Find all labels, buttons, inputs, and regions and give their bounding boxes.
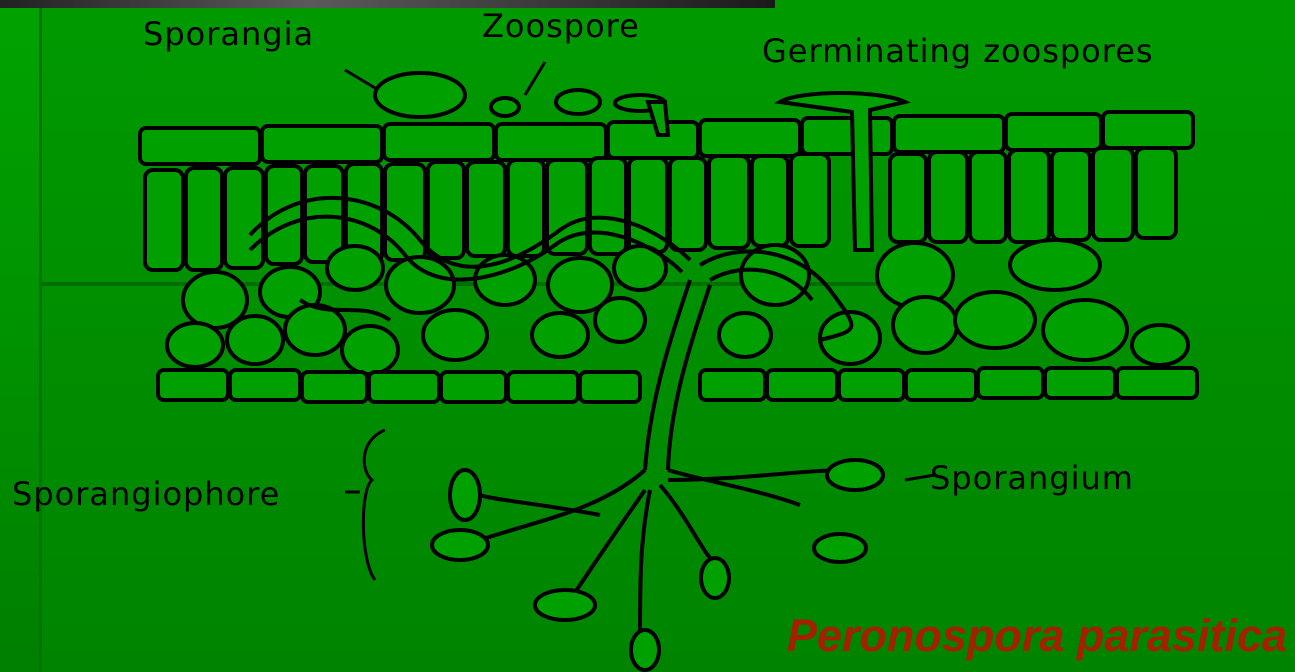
label-sporangia: Sporangia <box>143 18 314 50</box>
zoospore-shape <box>491 98 519 116</box>
species-name-caption: Peronospora parasitica <box>787 610 1287 662</box>
label-sporangiophore: Sporangiophore <box>12 478 280 510</box>
sporangiophore-bracket <box>363 430 385 580</box>
sporangium-shape <box>827 460 883 490</box>
sporangia-shape <box>375 73 465 117</box>
sporangiophore <box>470 280 850 640</box>
label-germinating-zoospores: Germinating zoospores <box>762 35 1154 67</box>
label-sporangium: Sporangium <box>930 462 1134 494</box>
label-zoospore: Zoospore <box>482 10 640 42</box>
